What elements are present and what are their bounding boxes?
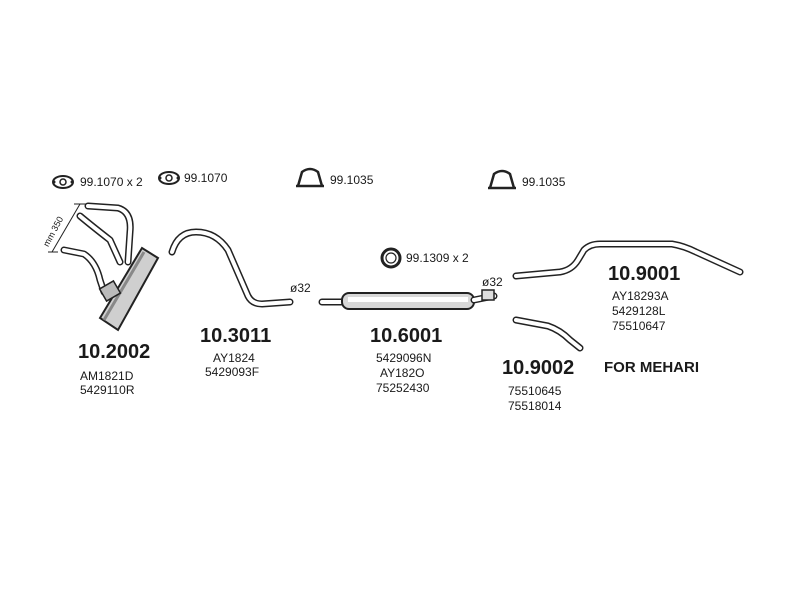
part-reference: AM1821D [80, 369, 134, 383]
part-code: 10.2002 [78, 341, 151, 363]
part-reference: 75252430 [376, 381, 430, 395]
accessory-code: 99.1309 x 2 [406, 251, 469, 265]
part-code: 10.6001 [370, 325, 443, 347]
part-reference: 75510647 [612, 319, 666, 333]
part-reference: 75518014 [508, 399, 562, 413]
manifold-part-icon [48, 202, 160, 332]
part-reference: 5429110R [80, 383, 135, 397]
ring-icon [380, 247, 402, 269]
part-reference: 5429096N [376, 351, 432, 365]
part-reference: AY182O [380, 366, 425, 380]
part-code: 10.9002 [502, 357, 575, 379]
short-pipe-part-icon [512, 316, 584, 352]
clamp-icon [488, 169, 516, 190]
part-reference: 5429093F [205, 365, 260, 379]
front-pipe-part-icon [168, 228, 294, 308]
part-reference: AY1824 [213, 351, 255, 365]
part-reference: 75510645 [508, 384, 562, 398]
accessory-code: 99.1035 [330, 173, 374, 187]
gasket-icon [52, 175, 74, 189]
part-code: 10.3011 [200, 325, 272, 347]
muffler-part-icon [318, 289, 498, 310]
accessory-code: 99.1035 [522, 175, 566, 189]
accessory-code: 99.1070 [184, 171, 228, 185]
tail-pipe-part-icon [512, 240, 744, 280]
diameter-label: ø32 [482, 275, 503, 289]
model-note: FOR MEHARI [604, 359, 699, 376]
diameter-label: ø32 [290, 281, 311, 295]
part-code: 10.9001 [608, 263, 681, 285]
accessory-code: 99.1070 x 2 [80, 175, 143, 189]
clamp-icon [296, 167, 324, 188]
part-reference: AY18293A [612, 289, 669, 303]
part-reference: 5429128L [612, 304, 666, 318]
gasket-icon [158, 171, 180, 185]
